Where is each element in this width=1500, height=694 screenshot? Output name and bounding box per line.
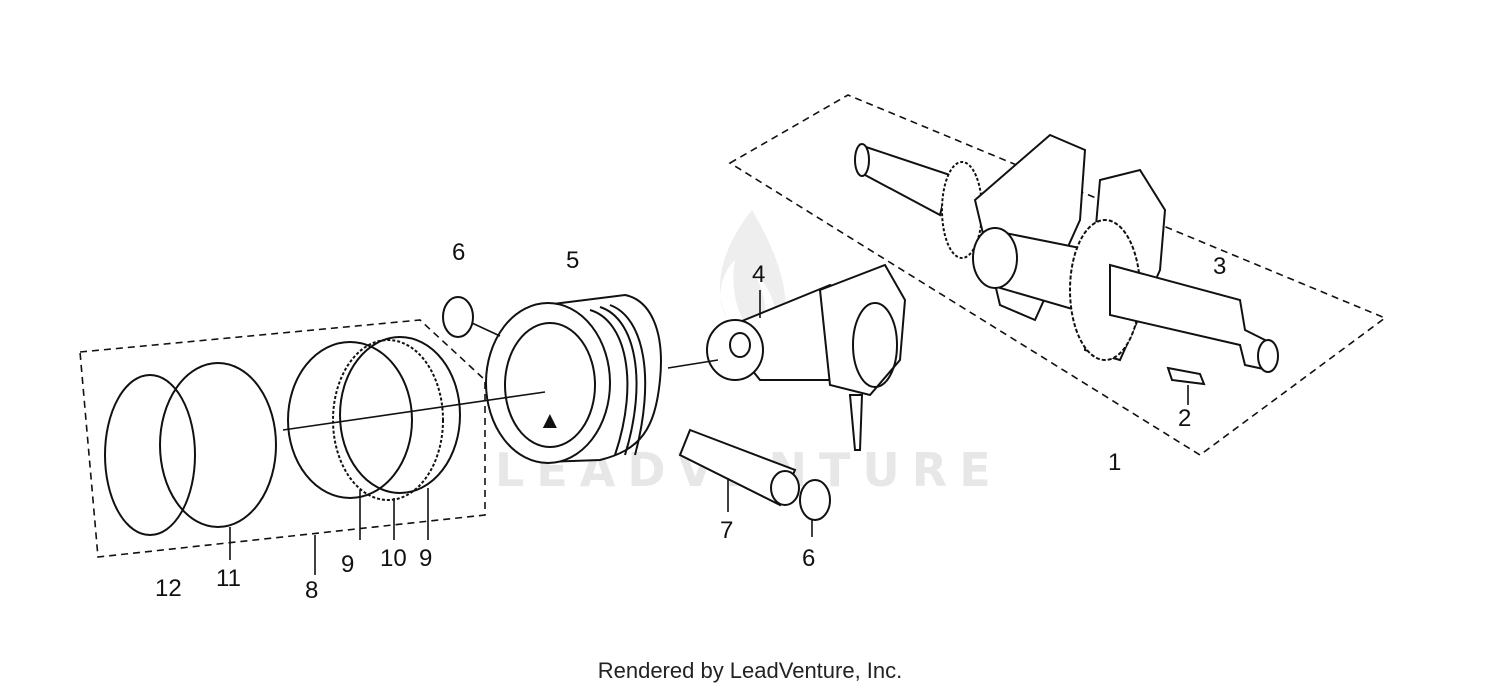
- piston: ▲: [485, 293, 662, 464]
- leader-piston-rod: [667, 359, 719, 369]
- callout-9-right: 9: [419, 545, 432, 572]
- callout-1: 1: [1108, 449, 1121, 476]
- callout-12: 12: [155, 575, 182, 602]
- callout-6-upper: 6: [452, 239, 465, 266]
- crankshaft-taper-face: [854, 143, 870, 177]
- callout-2: 2: [1178, 405, 1191, 432]
- piston-ring-grooves: [589, 304, 647, 456]
- ring-9-inner: [339, 336, 461, 494]
- connecting-rod: [706, 263, 907, 451]
- circlip-lower: [799, 479, 831, 521]
- crankshaft-group: [728, 94, 1387, 456]
- ring-set-outline: [79, 319, 486, 558]
- output-shaft: [1109, 263, 1270, 372]
- crankshaft-journal-face: [972, 227, 1018, 289]
- callout-10: 10: [380, 545, 407, 572]
- callout-5: 5: [566, 247, 579, 274]
- woodruff-key: [1166, 366, 1206, 386]
- wrist-pin-end: [770, 470, 800, 506]
- leader-6-upper: [471, 322, 501, 337]
- piston-ring-set: [79, 319, 719, 575]
- output-shaft-end: [1257, 339, 1279, 373]
- rod-small-end-bore: [729, 332, 751, 358]
- ring-9-outer: [287, 341, 413, 499]
- callout-9-left: 9: [341, 551, 354, 578]
- rod-big-end: [818, 263, 907, 397]
- rod-dipper: [848, 394, 864, 451]
- callout-7: 7: [720, 517, 733, 544]
- callout-6-lower: 6: [802, 545, 815, 572]
- ring-12: [104, 374, 196, 536]
- ring-10-expander: [332, 339, 444, 501]
- rod-big-end-bore: [852, 302, 898, 388]
- piston-crown-recess: [504, 322, 596, 448]
- centerline-rings: [282, 391, 546, 431]
- callout-11: 11: [216, 565, 241, 592]
- callout-4: 4: [752, 261, 765, 288]
- circlip-upper: [442, 296, 474, 338]
- piston-arrow-mark: ▲: [538, 407, 562, 434]
- flame-logo-icon: [720, 210, 786, 345]
- crankshaft-taper-end: [858, 143, 952, 217]
- crankshaft-group-outline: [728, 94, 1387, 456]
- rod-small-end: [706, 319, 764, 381]
- render-credit: Rendered by LeadVenture, Inc.: [597, 658, 903, 683]
- wrist-pin: [678, 428, 800, 512]
- callout-8: 8: [305, 577, 318, 604]
- callout-3: 3: [1213, 253, 1226, 280]
- ring-11: [159, 362, 277, 528]
